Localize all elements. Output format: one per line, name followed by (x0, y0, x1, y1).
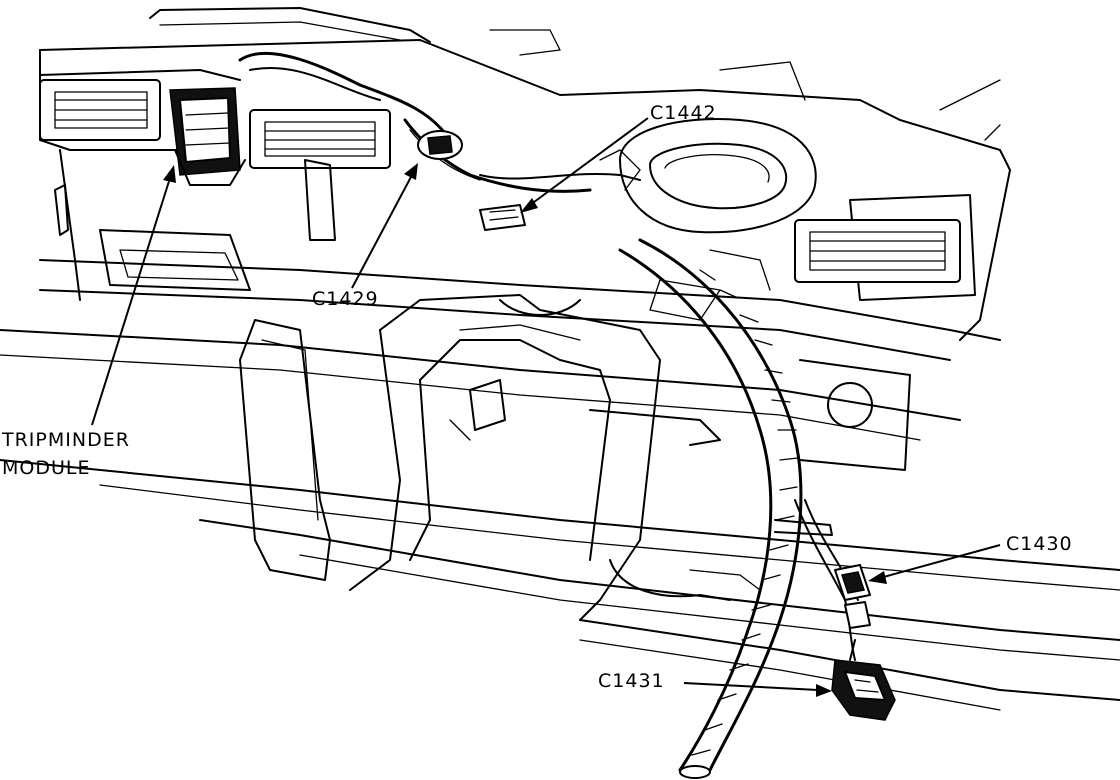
label-c1442: C1442 (650, 102, 717, 124)
tripminder-module (169, 87, 246, 186)
round-vent (619, 118, 817, 234)
label-tripminder-line1: TRIPMINDER (2, 429, 130, 451)
panel-rails (0, 259, 1120, 711)
leader-c1430 (879, 544, 1001, 579)
arrowhead-c1431 (816, 684, 832, 697)
left-bracket (54, 149, 336, 581)
arrowhead-c1430 (868, 571, 887, 584)
leader-c1442 (529, 117, 649, 206)
leader-tripminder (91, 177, 171, 426)
upper-duct-assembly (39, 7, 901, 231)
right-vent (794, 79, 1011, 341)
right-lower-panel (689, 359, 911, 591)
arrowhead-c1429 (404, 163, 418, 180)
center-left-vent (249, 109, 391, 169)
leader-c1429 (351, 174, 413, 289)
connector-c1430-body (834, 564, 871, 629)
label-c1430: C1430 (1006, 533, 1073, 555)
wiring-harness (618, 238, 859, 779)
center-support (349, 249, 771, 621)
arrowhead-c1442 (520, 198, 538, 213)
connector-c1431-body (831, 639, 896, 721)
label-tripminder-line2: MODULE (2, 457, 91, 479)
connector-c1442-body (479, 204, 526, 231)
leader-c1431 (683, 682, 819, 691)
arrowhead-tripminder (163, 165, 176, 183)
label-c1431: C1431 (598, 670, 665, 692)
label-c1429: C1429 (312, 288, 379, 310)
